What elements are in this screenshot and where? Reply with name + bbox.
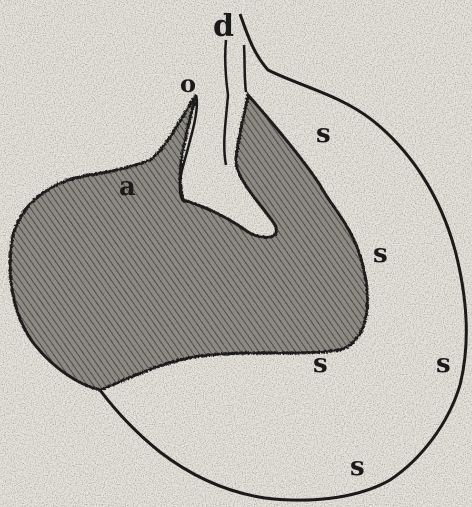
label-s-lower-right: s bbox=[436, 349, 451, 379]
label-s-bottom: s bbox=[350, 452, 365, 482]
label-s-middle: s bbox=[373, 239, 388, 269]
label-a: a bbox=[119, 172, 136, 202]
label-d: d bbox=[213, 9, 234, 44]
label-s-lower-left: s bbox=[313, 349, 328, 379]
label-o: o bbox=[180, 69, 196, 98]
label-s-upper: s bbox=[316, 119, 331, 149]
